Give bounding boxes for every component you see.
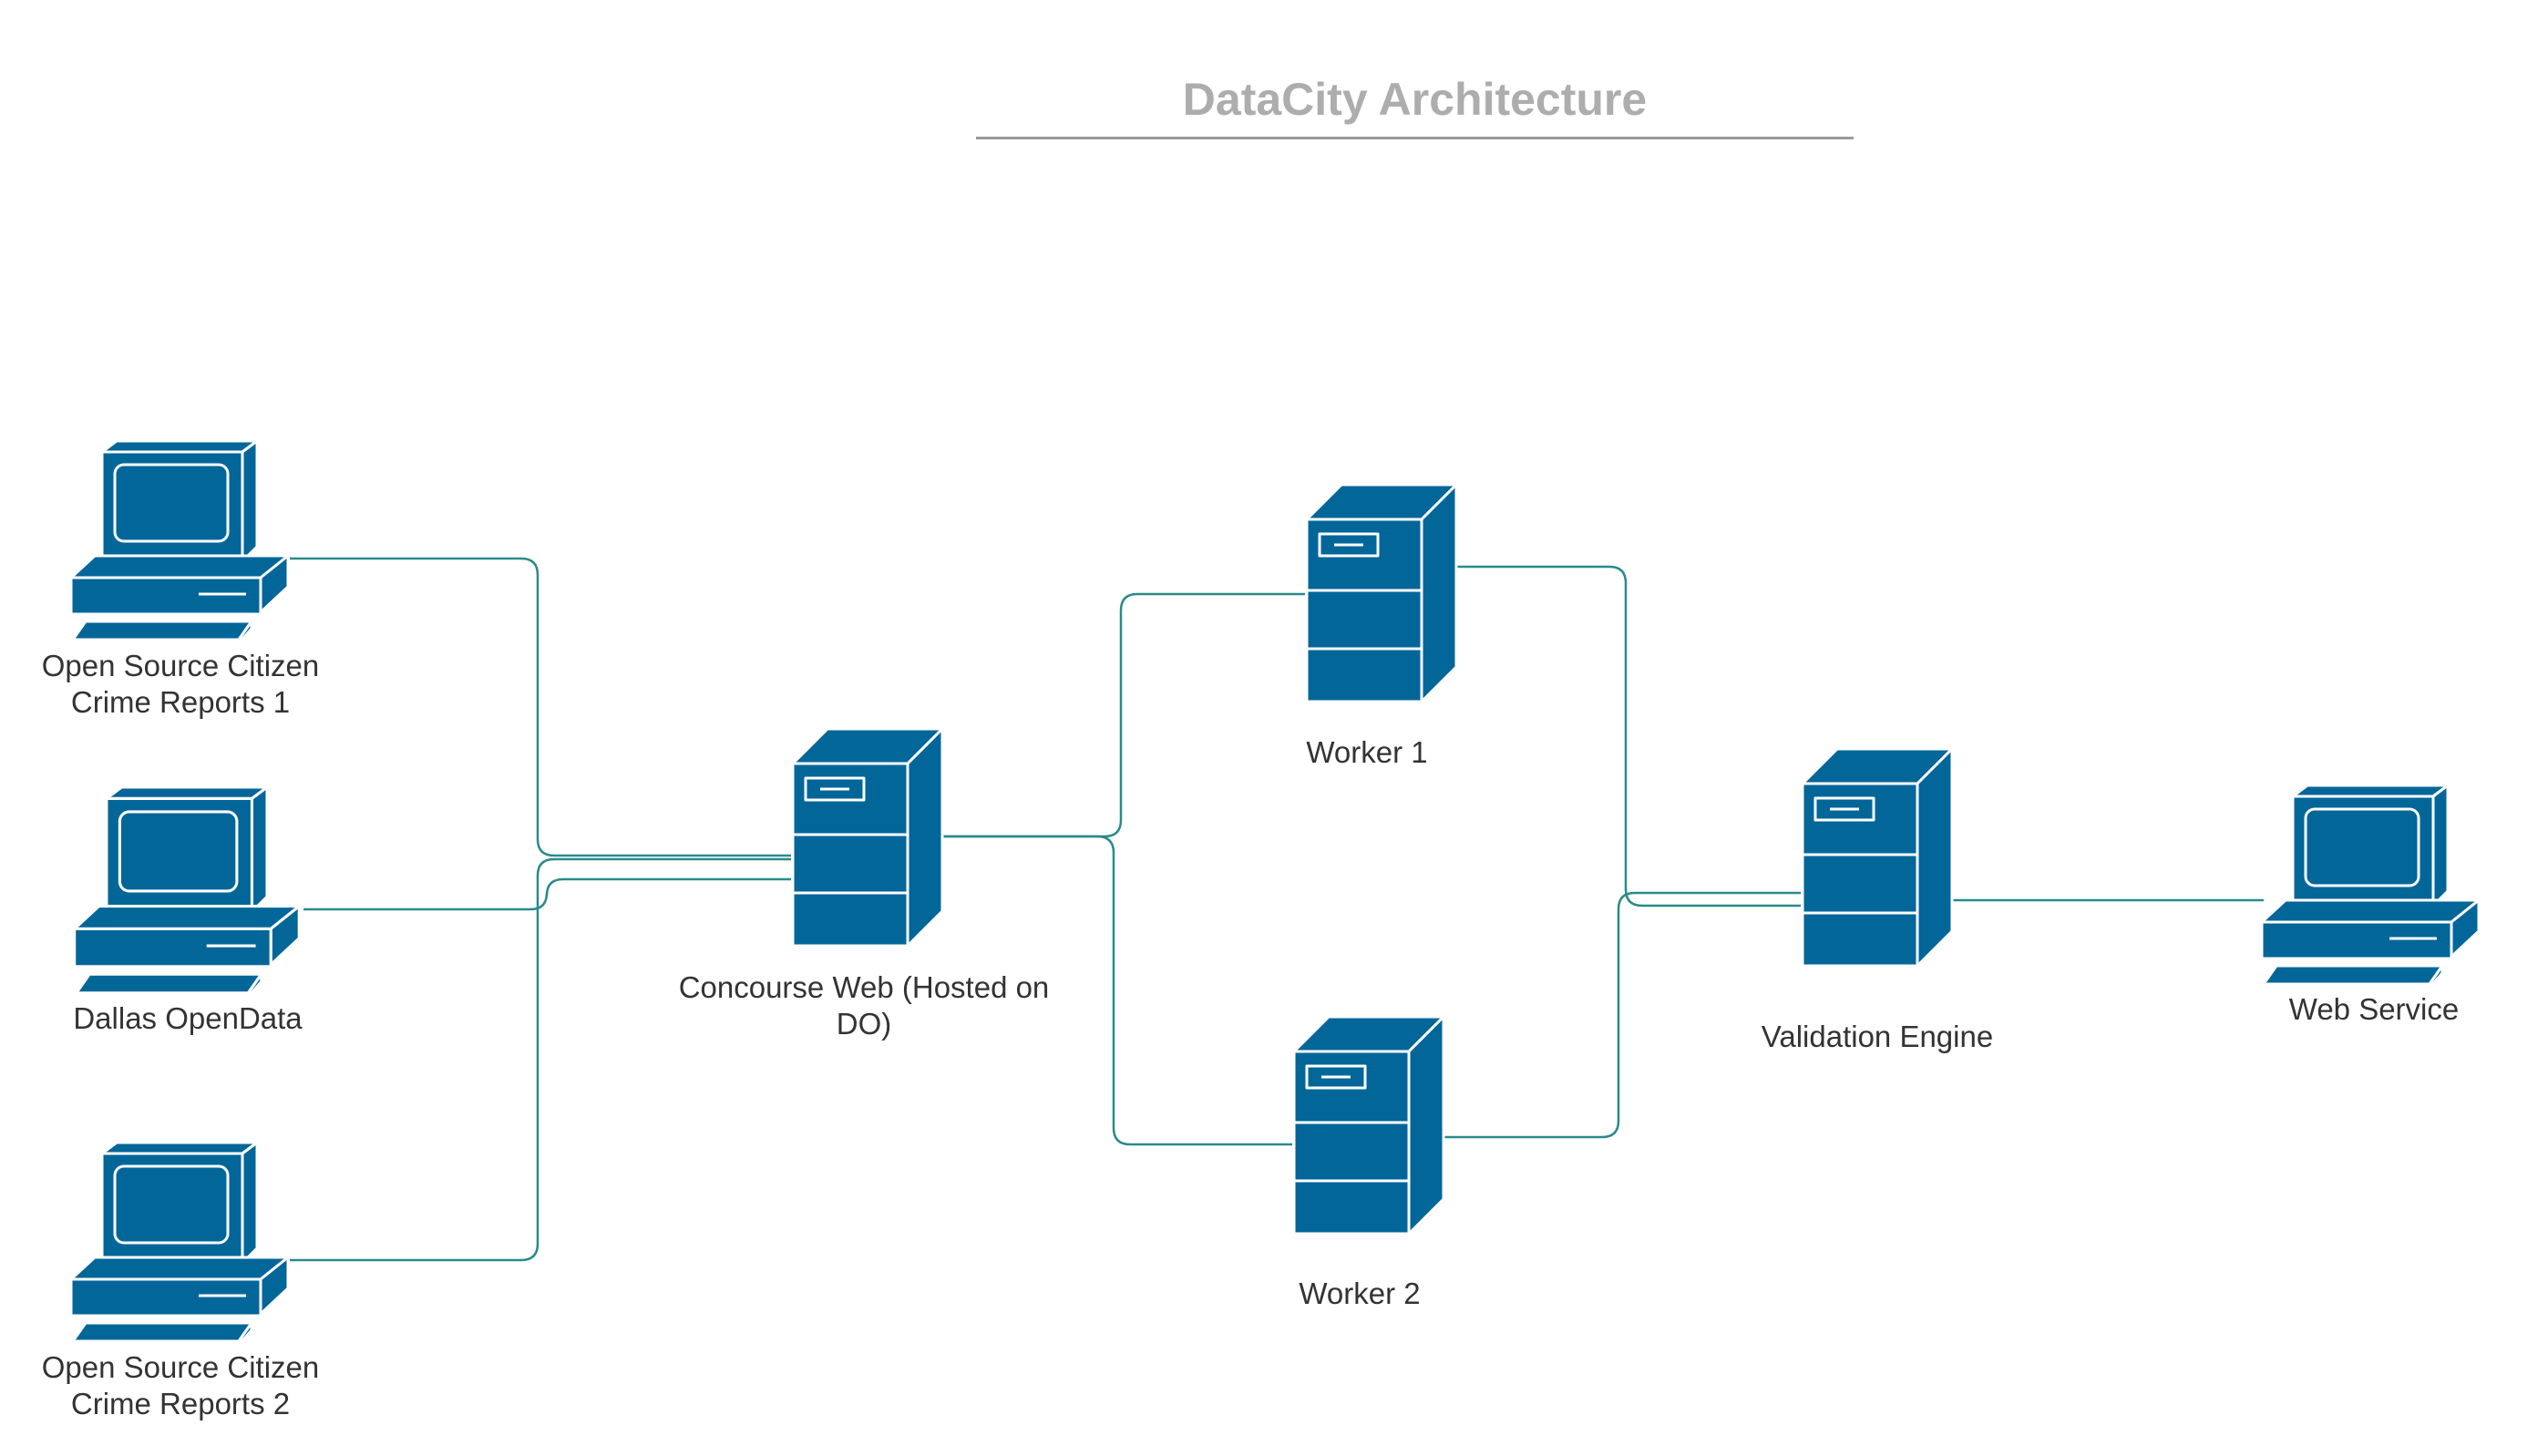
connector-crime-reports-1-to-concourse (290, 557, 791, 857)
tower-server-icon (1801, 747, 1954, 968)
tower-server-icon (1305, 483, 1458, 703)
tower-server-icon (1292, 1015, 1445, 1236)
connector-worker-1-to-validation (1454, 565, 1801, 907)
desktop-computer-icon (69, 1143, 290, 1345)
connector-crime-reports-2-to-concourse (290, 857, 791, 1262)
label-crime-reports-2: Open Source Citizen Crime Reports 2 (41, 1350, 320, 1420)
label-web-service: Web Service (2288, 992, 2460, 1026)
connector-concourse-to-worker-1 (940, 592, 1305, 838)
label-concourse-web: Concourse Web (Hosted on DO) (678, 970, 1050, 1041)
label-crime-reports-1: Open Source Citizen Crime Reports 1 (41, 649, 320, 719)
desktop-computer-icon (69, 441, 290, 643)
connector-worker-2-to-validation (1442, 891, 1801, 1139)
connector-concourse-to-worker-2 (940, 835, 1292, 1146)
label-worker-2: Worker 2 (1299, 1277, 1421, 1310)
desktop-computer-icon (73, 787, 301, 997)
title-underline (976, 137, 1854, 139)
label-validation-engine: Validation Engine (1761, 1020, 1994, 1053)
diagram-title: DataCity Architecture (1182, 74, 1648, 125)
tower-server-icon (791, 727, 944, 948)
desktop-computer-icon (2260, 785, 2481, 988)
label-dallas-opendata: Dallas OpenData (73, 1001, 303, 1035)
connector-dallas-opendata-to-concourse (303, 877, 791, 911)
label-worker-1: Worker 1 (1306, 735, 1428, 769)
